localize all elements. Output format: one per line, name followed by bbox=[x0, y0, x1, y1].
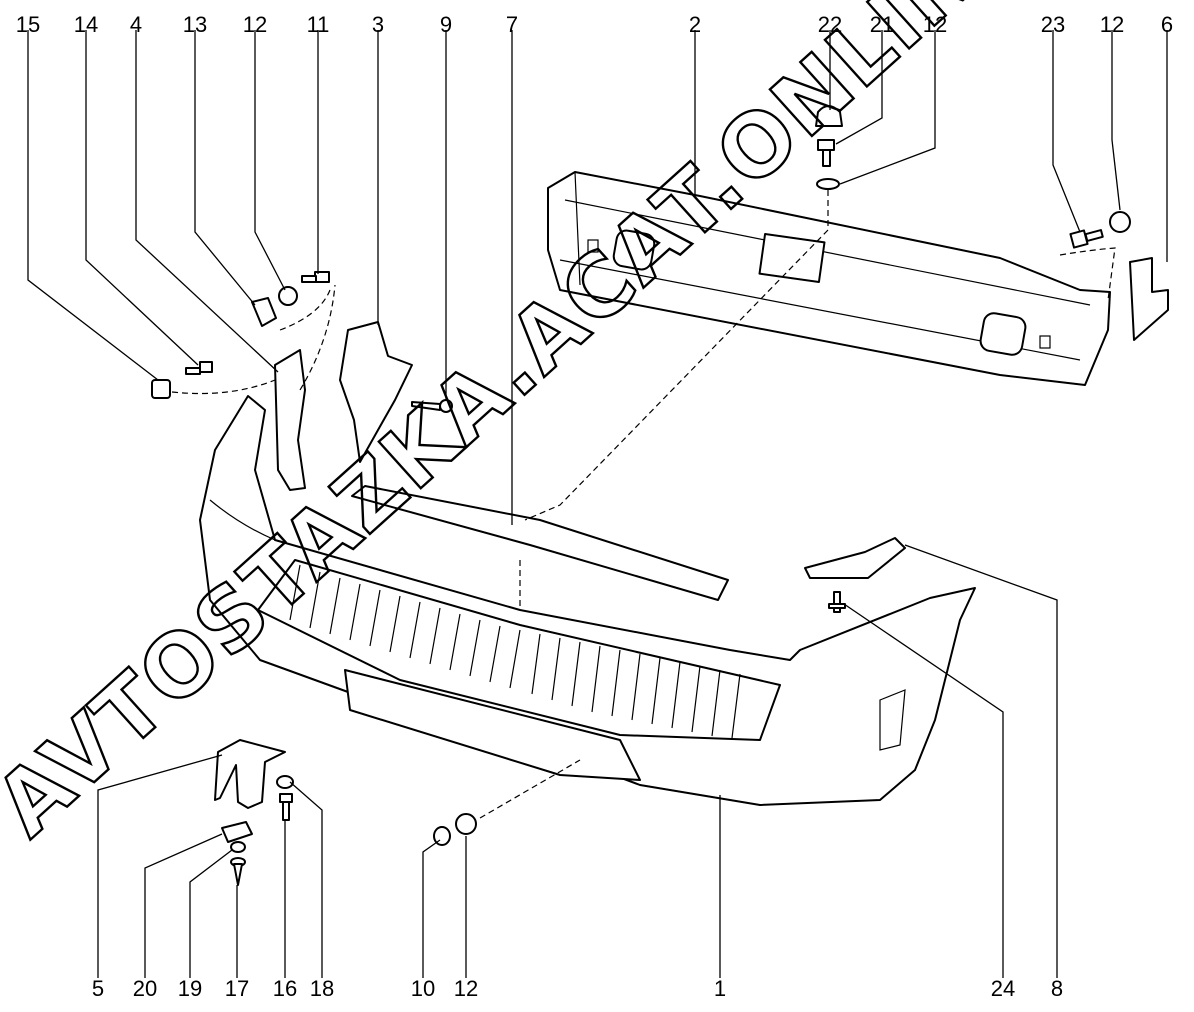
part-3-bracket bbox=[339, 321, 413, 463]
callout-12: 12 bbox=[1100, 12, 1124, 37]
callout-18: 18 bbox=[310, 976, 334, 1001]
part-18-washer bbox=[276, 775, 294, 789]
part-12-washer-top bbox=[816, 178, 840, 190]
callout-11: 11 bbox=[307, 12, 330, 37]
callout-20: 20 bbox=[133, 976, 157, 1001]
part-12-nut-bottom bbox=[455, 813, 477, 835]
part-12-nut-left bbox=[278, 286, 298, 306]
part-2-reinforcement-beam bbox=[547, 171, 1111, 386]
callout-3: 3 bbox=[372, 12, 384, 37]
part-17-screw bbox=[230, 857, 246, 886]
callout-19: 19 bbox=[178, 976, 202, 1001]
callout-9: 9 bbox=[440, 12, 452, 37]
part-16-bolt bbox=[279, 793, 293, 821]
callout-8: 8 bbox=[1051, 976, 1063, 1001]
callout-12: 12 bbox=[243, 12, 267, 37]
callout-17: 17 bbox=[225, 976, 249, 1001]
part-5-bracket bbox=[214, 739, 286, 809]
part-23-bolt bbox=[1069, 229, 1104, 249]
part-13-clip bbox=[251, 297, 277, 327]
part-12-nut-right bbox=[1109, 211, 1131, 233]
callout-5: 5 bbox=[92, 976, 104, 1001]
callout-10: 10 bbox=[411, 976, 435, 1001]
part-10-nut bbox=[433, 826, 451, 846]
callout-2: 2 bbox=[689, 12, 701, 37]
part-1-bumper-cover bbox=[199, 395, 976, 806]
callouts-bottom: 5 20 19 17 16 18 10 12 1 24 8 bbox=[92, 976, 1063, 1001]
callout-1: 1 bbox=[714, 976, 726, 1001]
part-24-pin bbox=[828, 591, 846, 613]
part-20-clip bbox=[221, 821, 253, 843]
callout-12: 12 bbox=[923, 12, 947, 37]
callout-23: 23 bbox=[1041, 12, 1065, 37]
callout-15: 15 bbox=[16, 12, 40, 37]
part-11-screw bbox=[301, 271, 330, 283]
part-9-screw bbox=[411, 399, 453, 413]
part-8-trim bbox=[804, 537, 906, 579]
part-14-screw bbox=[185, 361, 213, 375]
part-22-cap bbox=[815, 105, 843, 127]
callouts-top: 15 14 4 13 12 11 3 9 7 2 22 21 12 23 12 … bbox=[16, 12, 1173, 37]
assembly-lines bbox=[171, 190, 1116, 819]
part-19-washer bbox=[230, 841, 246, 853]
callout-6: 6 bbox=[1161, 12, 1173, 37]
callout-4: 4 bbox=[130, 12, 142, 37]
callout-7: 7 bbox=[506, 12, 518, 37]
callout-24: 24 bbox=[991, 976, 1015, 1001]
callout-16: 16 bbox=[273, 976, 297, 1001]
part-6-bracket bbox=[1129, 257, 1169, 341]
part-15-nut bbox=[151, 379, 171, 399]
part-4-side-bracket bbox=[274, 349, 306, 491]
callout-13: 13 bbox=[183, 12, 207, 37]
callout-21: 21 bbox=[870, 12, 894, 37]
leader-lines bbox=[27, 30, 1168, 978]
callout-12: 12 bbox=[454, 976, 478, 1001]
part-21-bolt bbox=[817, 139, 835, 167]
callout-14: 14 bbox=[74, 12, 98, 37]
part-7-strip bbox=[351, 485, 729, 601]
callout-22: 22 bbox=[818, 12, 842, 37]
